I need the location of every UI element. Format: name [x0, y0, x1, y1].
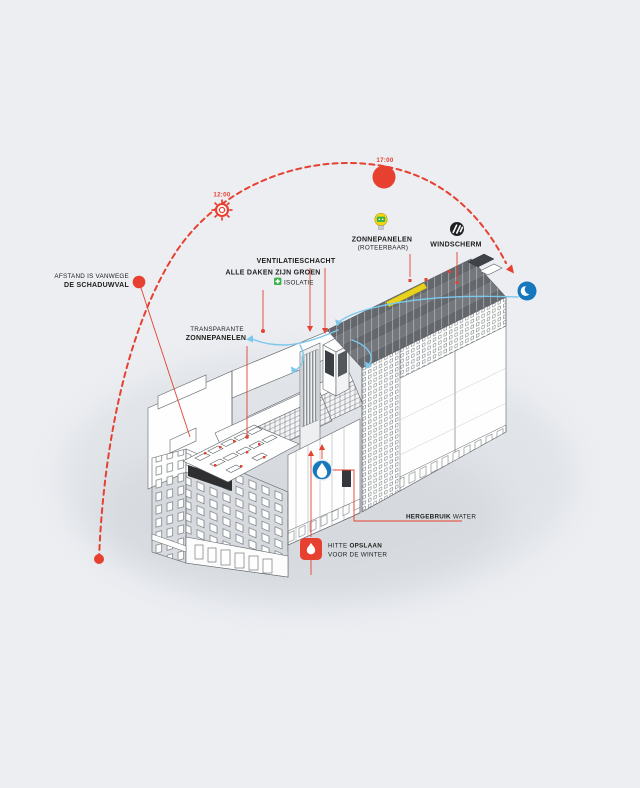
isometric-building-diagram: 12:00 17:00 AFSTAND IS VANWEGE DE SCHADU…	[0, 0, 640, 788]
infographic-canvas: 12:00 17:00 AFSTAND IS VANWEGE DE SCHADU…	[0, 0, 640, 788]
grain-texture	[0, 0, 640, 788]
